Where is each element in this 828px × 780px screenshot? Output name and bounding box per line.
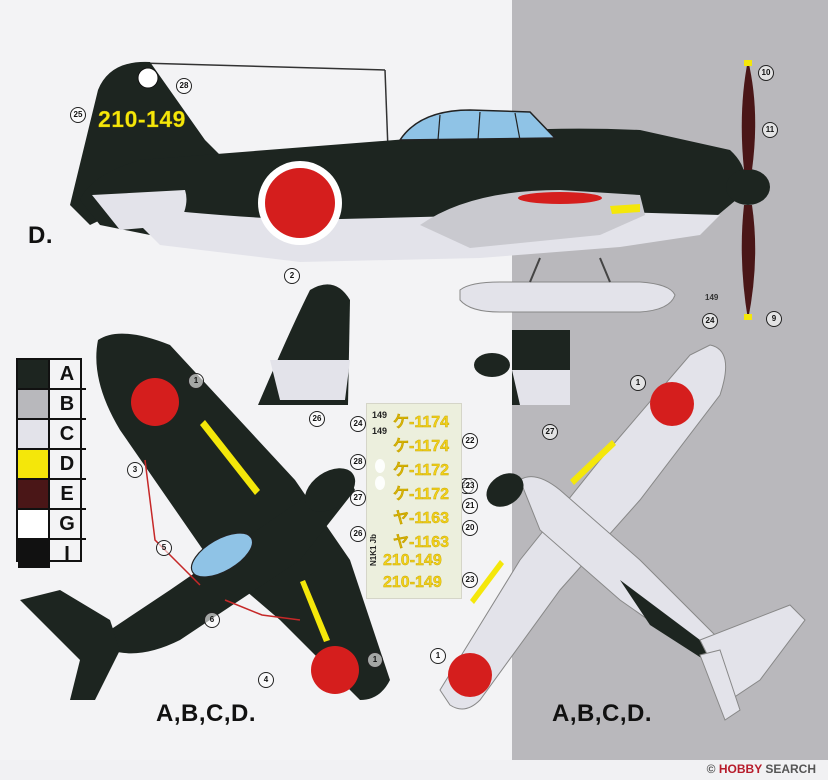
callout-24: 24 [702,313,718,329]
callout-10: 10 [758,65,774,81]
callout-25: 25 [70,107,86,123]
callout-top-1b: 1 [367,652,383,668]
legend-letter: E [60,482,74,505]
callout-top-5: 5 [156,540,172,556]
legend-swatch-c [18,420,50,448]
callout-23b-decal: 23 [462,572,478,588]
decal-small-number: 149 [372,410,388,420]
callout-bottom-1a: 1 [630,375,646,391]
callout-26: 26 [309,411,325,427]
side-number-label: 149 [705,293,719,302]
watermark-brand: HOBBY [718,762,762,776]
main-float [459,281,676,313]
legend-swatch-d [18,450,50,478]
callout-top-6: 6 [204,612,220,628]
decal-row: 210-149 [383,552,442,569]
top-cowling [304,468,356,512]
top-tailplane [20,590,120,700]
callout-11: 11 [762,122,778,138]
decal-row: ケ-1172 [393,462,450,479]
bottom-hinomaru-left [448,653,492,697]
decal-row: ケ-1174 [393,438,450,455]
decal-row: 210-149 [383,574,442,591]
watermark-suffix: SEARCH [765,762,816,776]
callout-27: 27 [542,424,558,440]
legend-letter: B [59,392,75,415]
legend-swatch-b [18,390,50,418]
decal-row: ケ-1174 [393,414,450,431]
callout-24-decal: 24 [350,416,366,432]
callout-top-4: 4 [258,672,274,688]
legend-letter: D [59,452,75,475]
nose-detail [474,330,570,405]
callout-top-1a: 1 [188,373,204,389]
hinomaru [265,168,335,238]
top-canopy [190,532,254,578]
legend-row: E [18,480,86,510]
top-view-label: A,B,C,D. [156,700,256,727]
top-hinomaru-right [311,646,359,694]
callout-2: 2 [284,268,300,284]
callout-21-decal: 21 [462,498,478,514]
wing-root [420,190,645,248]
decal-sheet: ケ-1174 ケ-1174 ケ-1172 ケ-1172 ヤ-1163 ヤ-116… [366,403,462,599]
callout-28-decal: 28 [350,454,366,470]
bottom-hinomaru-right [650,382,694,426]
legend-letter: I [64,542,70,565]
legend-letter: A [59,362,75,385]
spinner [726,169,770,205]
wing-hinomaru [518,192,602,204]
decal-emblem [375,476,385,490]
color-legend: A B C D E G I [18,360,86,568]
callout-22-decal: 22 [462,433,478,449]
legend-swatch-e [18,480,50,508]
legend-row: C [18,420,86,450]
callout-26-decal: 26 [350,526,366,542]
legend-swatch-i [18,540,50,568]
decal-row: ケ-1172 [393,486,450,503]
callout-bottom-1b: 1 [430,648,446,664]
legend-row: D [18,450,86,480]
wing-stripe [610,204,640,214]
legend-row: G [18,510,86,540]
decal-row: ヤ-1163 [393,510,450,527]
decal-small-number: 149 [372,426,388,436]
bottom-view-label: A,B,C,D. [552,700,652,727]
legend-swatch-g [18,510,50,538]
legend-swatch-a [18,360,50,388]
propeller-blade-lower [741,205,756,320]
callout-20-decal: 20 [462,520,478,536]
callout-9: 9 [766,311,782,327]
profile-code: 210-149 [98,106,186,132]
tail-detail [258,284,350,405]
propeller-blade-upper [741,60,756,170]
bottom-view [439,344,806,721]
callout-23-decal: 23 [462,478,478,494]
bottom-strip [0,760,828,780]
decal-emblem [375,459,385,473]
top-hinomaru-left [131,378,179,426]
legend-letter: G [59,512,75,535]
tail-underside [92,190,187,230]
legend-row: A [18,360,86,390]
legend-row: I [18,540,86,568]
watermark: © HOBBY SEARCH [707,762,816,776]
decal-row: ヤ-1163 [393,534,450,551]
legend-row: B [18,390,86,420]
decal-vertical-code: N1K1 Jb [369,534,378,567]
antenna-mast [384,69,389,151]
canopy [398,109,557,141]
tail-emblem [137,67,159,89]
side-profile [70,60,770,320]
profile-label: D. [28,222,53,249]
watermark-copyright: © [706,762,716,776]
top-view [20,333,390,700]
legend-letter: C [59,422,75,445]
callout-27-decal: 27 [350,490,366,506]
callout-top-3: 3 [127,462,143,478]
callout-28: 28 [176,78,192,94]
antenna-wire [139,62,386,71]
